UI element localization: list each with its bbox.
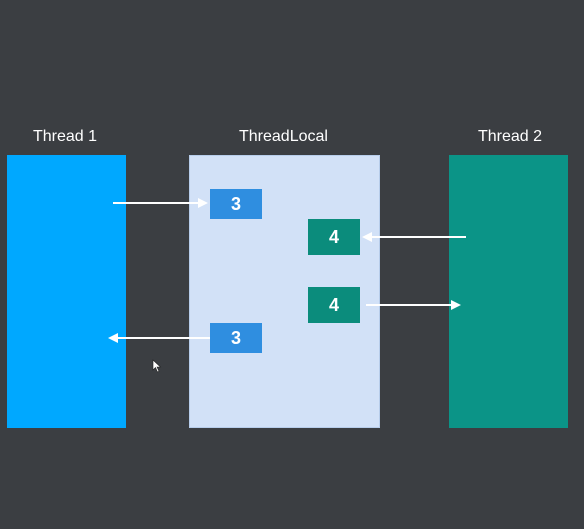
mouse-pointer-icon — [152, 359, 162, 373]
thread2-value-set: 4 — [308, 219, 360, 255]
threadlocal-label: ThreadLocal — [239, 128, 328, 145]
thread2-label: Thread 2 — [478, 128, 543, 145]
thread1-value-set: 3 — [210, 189, 262, 219]
thread1-column — [7, 155, 126, 428]
thread2-value-get: 4 — [308, 287, 360, 323]
thread1-label: Thread 1 — [33, 128, 98, 145]
thread1-value-get: 3 — [210, 323, 262, 353]
thread2-column — [449, 155, 568, 428]
